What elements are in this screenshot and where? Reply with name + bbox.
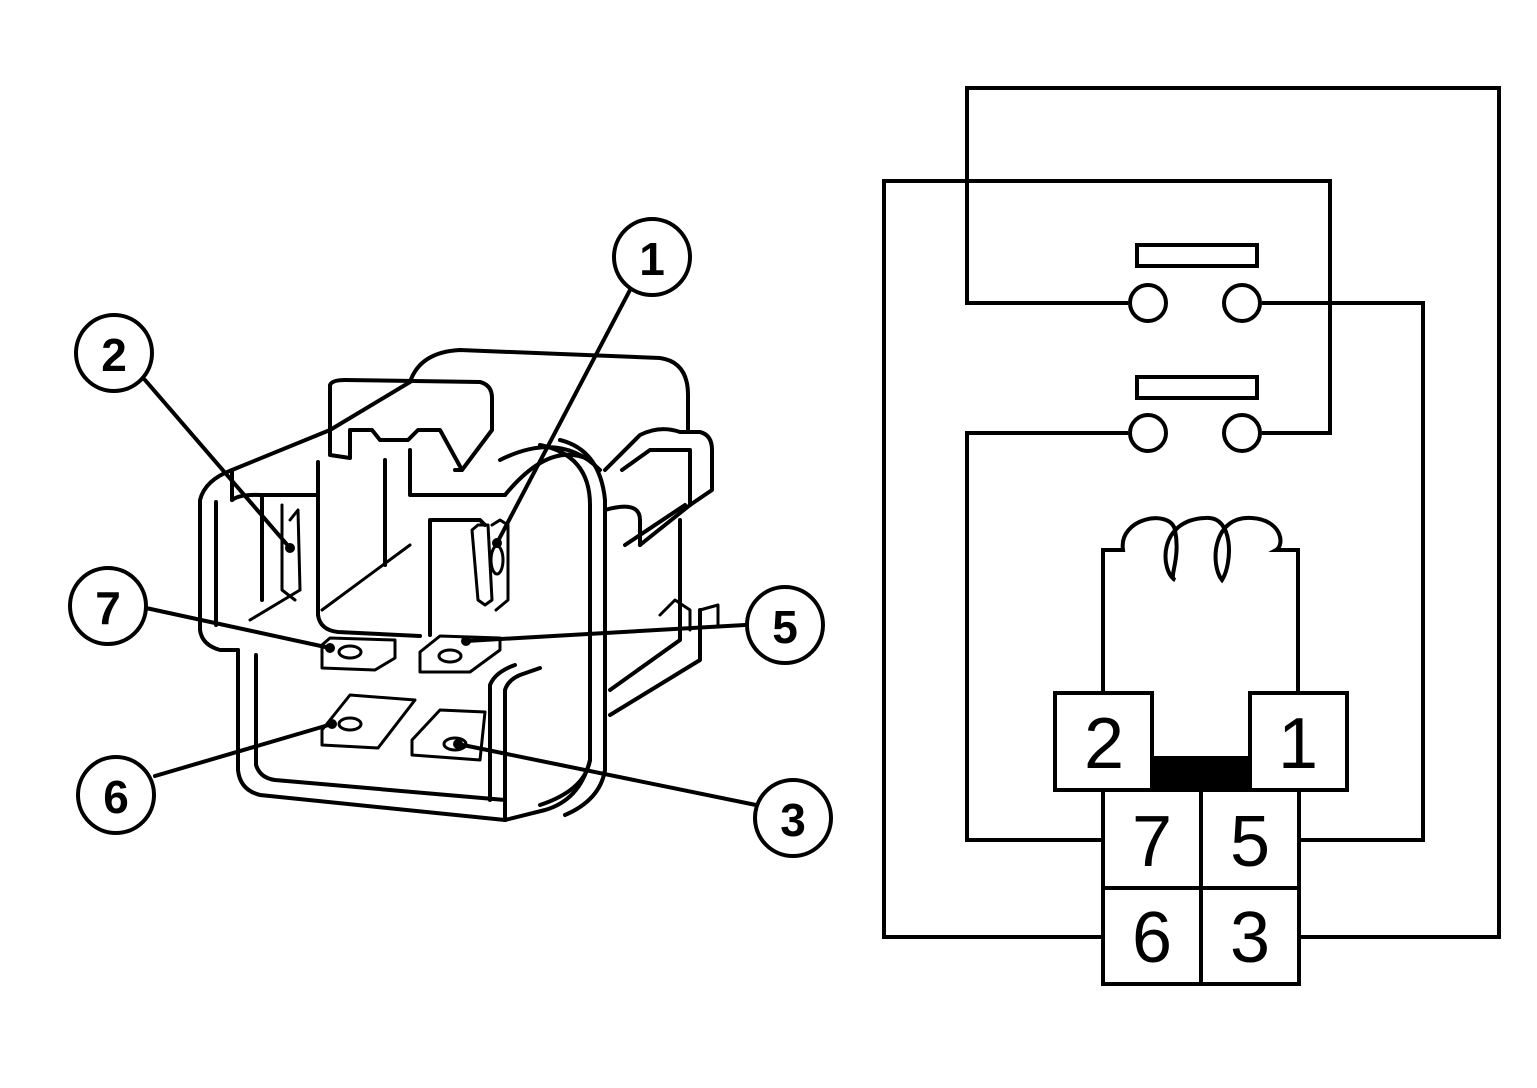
callout-3-label: 3 <box>780 794 806 846</box>
coil-winding <box>1101 515 1300 693</box>
connector-pin-5-box <box>1199 788 1301 890</box>
contact-lower-left <box>1128 413 1168 453</box>
connector-pin-5-label: 5 <box>1230 802 1270 882</box>
contact-lower-right <box>1222 413 1262 453</box>
wire-pin5-contact <box>1262 301 1425 842</box>
contact-upper-right <box>1222 283 1262 323</box>
wire-pin6-contact <box>882 179 1332 939</box>
connector-pin-3-box <box>1199 886 1301 986</box>
callout-7: 7 <box>68 566 148 646</box>
contact-upper-left <box>1128 283 1168 323</box>
relay-illustration: 1 2 7 5 6 3 <box>68 217 833 858</box>
relay-schematic: 2 1 7 5 6 3 <box>882 86 1501 986</box>
callout-3: 3 <box>753 778 833 858</box>
coil-bridge <box>1152 756 1250 790</box>
coil-pin-1-label: 1 <box>1278 704 1318 784</box>
switch-bar-upper <box>1135 243 1259 268</box>
callout-6: 6 <box>76 755 156 835</box>
callout-2: 2 <box>74 313 154 393</box>
connector-pin-6-label: 6 <box>1132 898 1172 978</box>
connector-pin-3-label: 3 <box>1230 898 1270 978</box>
callout-1: 1 <box>612 217 692 297</box>
callout-1-label: 1 <box>639 233 665 285</box>
callout-5-label: 5 <box>772 601 798 653</box>
switch-bar-lower <box>1135 375 1259 400</box>
callout-2-label: 2 <box>101 329 127 381</box>
coil-pin-2-box <box>1053 691 1154 792</box>
coil-pin-1-box <box>1248 691 1349 792</box>
wire-pin3-contact <box>965 86 1501 939</box>
callout-5: 5 <box>745 585 825 665</box>
callout-7-label: 7 <box>95 582 121 634</box>
wire-pin7-contact <box>965 431 1128 842</box>
leader-lines <box>143 288 758 807</box>
callout-6-label: 6 <box>103 771 129 823</box>
connector-pin-7-label: 7 <box>1132 802 1172 882</box>
coil-pin-2-label: 2 <box>1084 704 1124 784</box>
